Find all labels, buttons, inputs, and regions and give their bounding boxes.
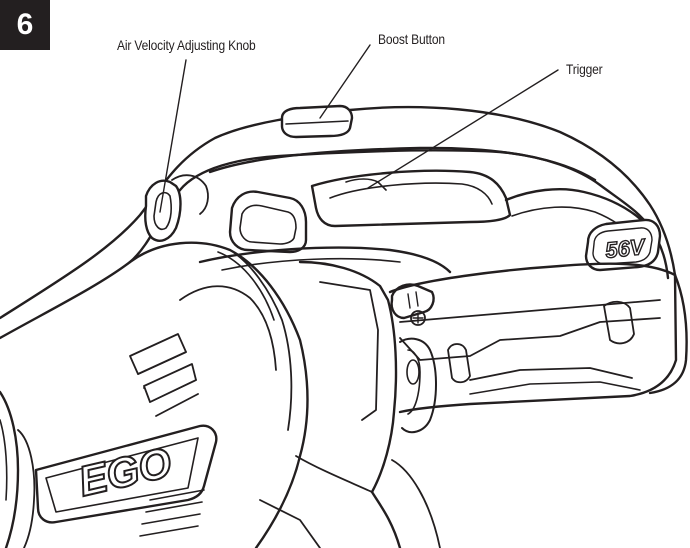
trigger-shape <box>312 171 510 226</box>
lower-body <box>372 492 400 548</box>
leader-trigger <box>368 70 558 188</box>
boost-button-shape <box>282 106 352 137</box>
callout-trigger: Trigger <box>566 61 602 77</box>
callout-boost-button: Boost Button <box>378 31 445 47</box>
step-number-badge: 6 <box>0 0 50 50</box>
motor-shroud-inner <box>180 286 276 370</box>
battery-end-cap <box>400 339 436 432</box>
motor-body <box>300 262 396 492</box>
air-velocity-knob-shape <box>145 181 180 241</box>
badge-56v-text: 56V <box>604 234 648 263</box>
nozzle-tube <box>0 392 18 548</box>
handle-frame-lower <box>200 248 450 272</box>
vent-vanes <box>130 334 198 416</box>
step-number: 6 <box>17 8 34 42</box>
callout-air-velocity-knob: Air Velocity Adjusting Knob <box>117 37 256 53</box>
